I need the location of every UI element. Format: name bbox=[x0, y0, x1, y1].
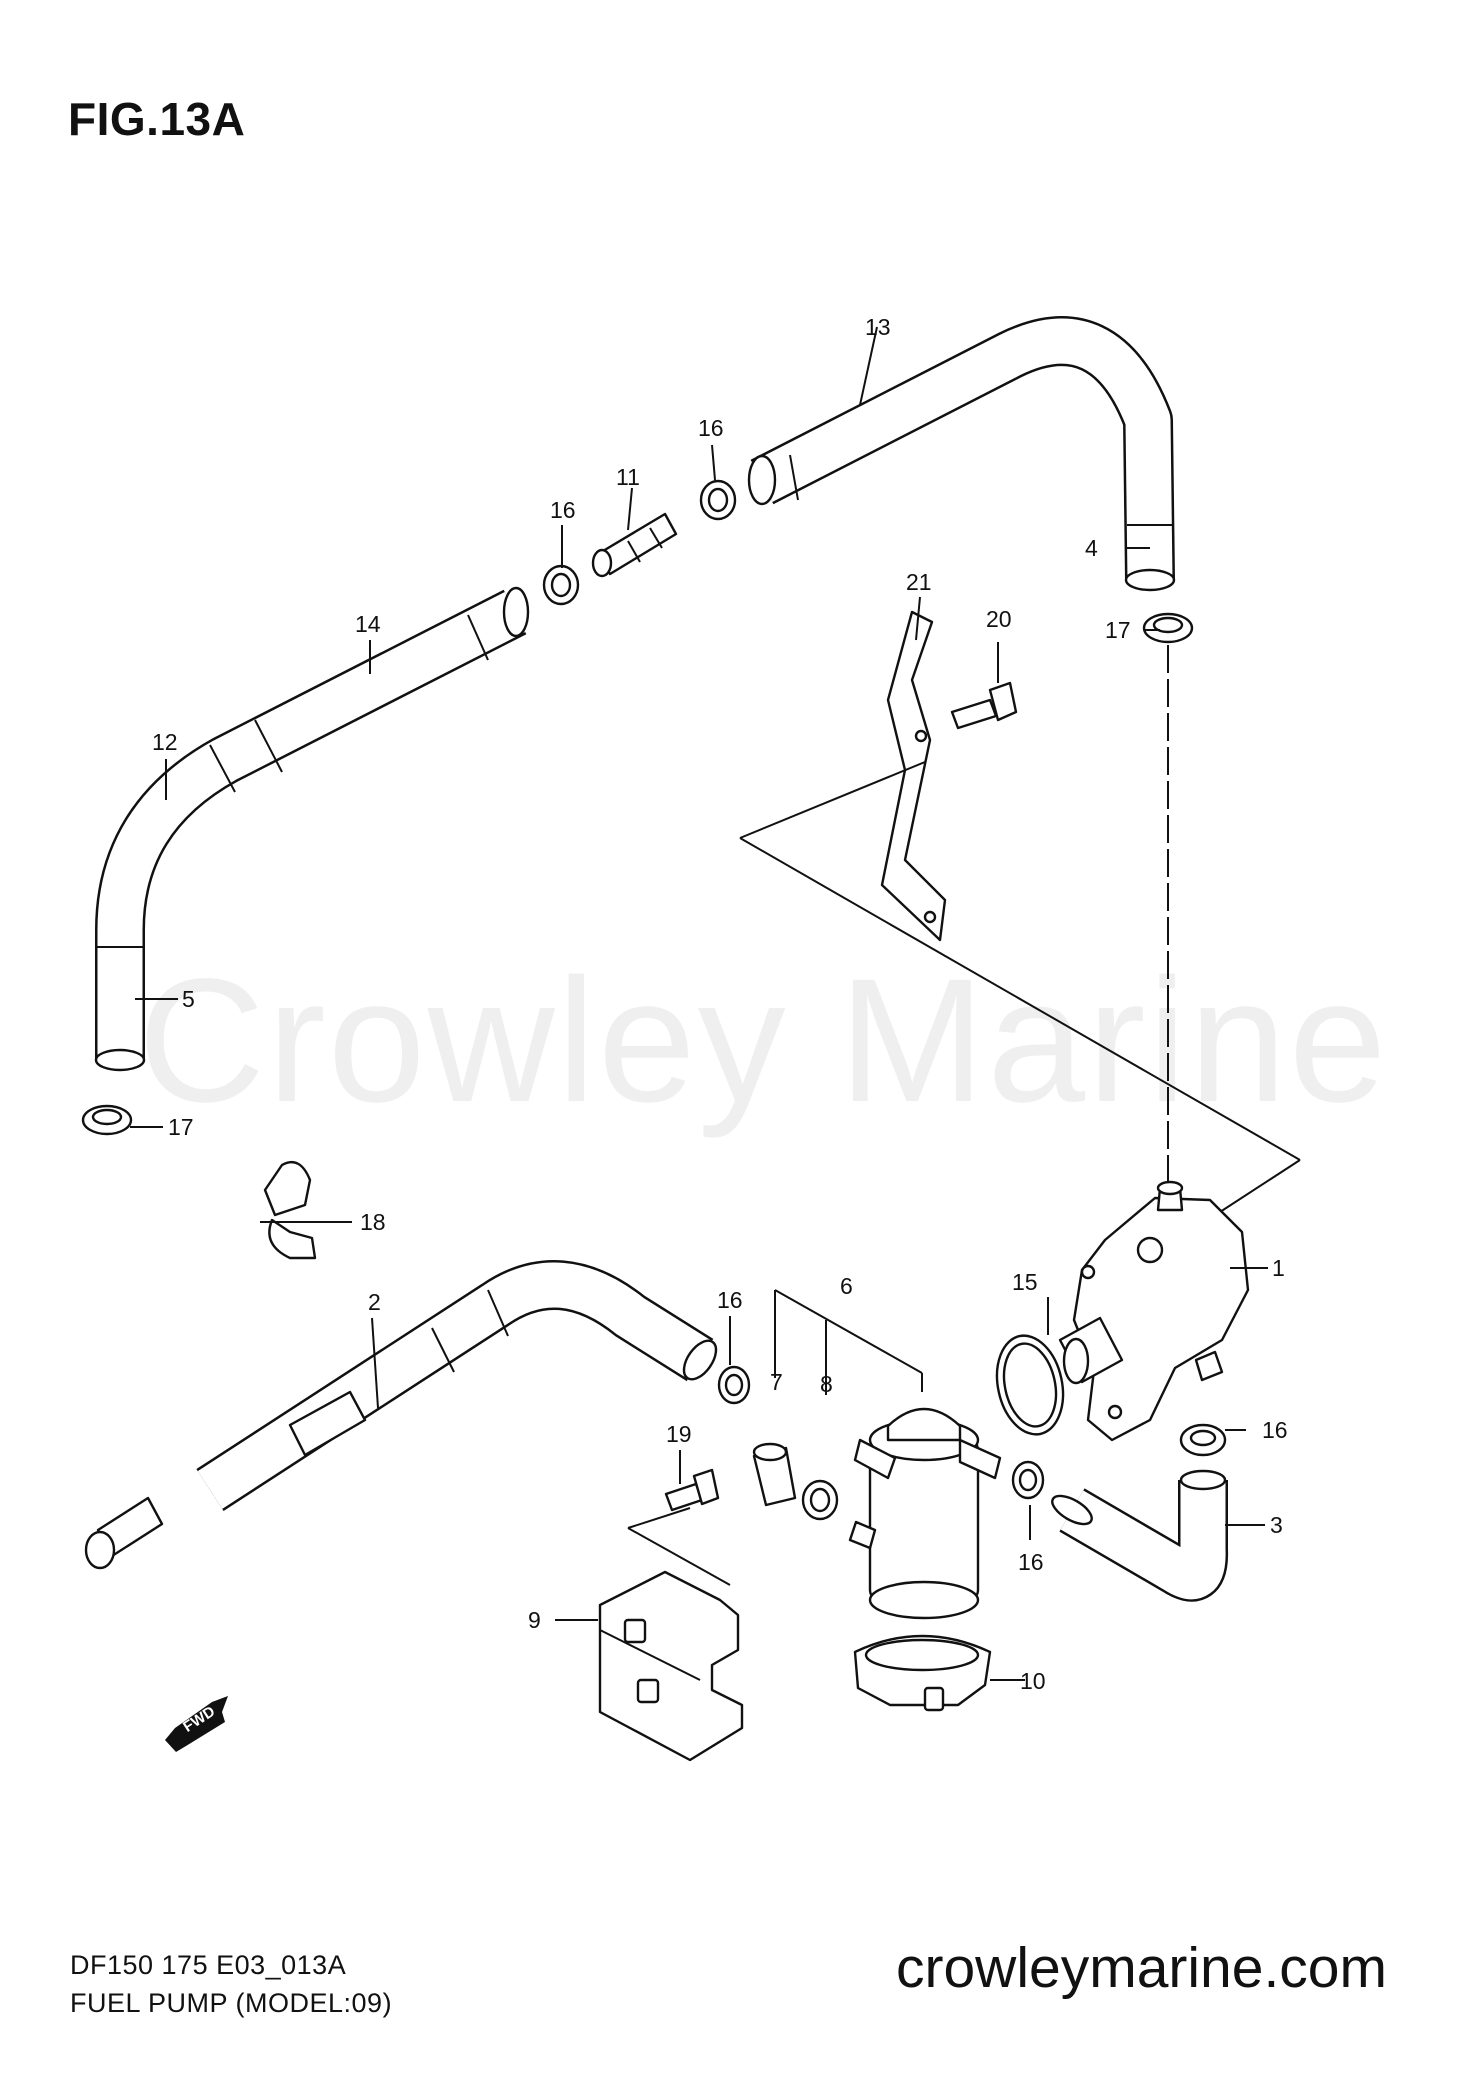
watermark-text: Crowley Marine bbox=[138, 943, 1389, 1139]
clip-16-lower-mid[interactable] bbox=[1011, 1460, 1045, 1500]
part-21-bracket[interactable] bbox=[880, 610, 947, 942]
callout-5: 5 bbox=[182, 986, 195, 1012]
part-18-clamp[interactable] bbox=[263, 1160, 317, 1260]
clip-17-lower[interactable] bbox=[81, 1104, 133, 1136]
part-15-o-ring[interactable] bbox=[988, 1329, 1071, 1440]
callout-12: 12 bbox=[152, 729, 178, 755]
part-19-bolt[interactable] bbox=[664, 1468, 720, 1512]
section-name: FUEL PUMP (MODEL:09) bbox=[70, 1988, 393, 2018]
callout-14: 14 bbox=[355, 611, 381, 637]
callout-7: 7 bbox=[770, 1369, 783, 1395]
callout-9: 9 bbox=[528, 1607, 541, 1633]
callout-4: 4 bbox=[1085, 535, 1098, 561]
part-14-12-left-hose[interactable] bbox=[94, 586, 530, 1072]
callout-16-e: 16 bbox=[1018, 1549, 1044, 1575]
figure-title: FIG.13A bbox=[68, 93, 246, 145]
part-11-joint[interactable] bbox=[591, 512, 678, 578]
callout-2: 2 bbox=[368, 1289, 381, 1315]
callout-15: 15 bbox=[1012, 1269, 1038, 1295]
part-2-lower-hose[interactable] bbox=[84, 1259, 722, 1570]
clip-16-upper-left[interactable] bbox=[542, 564, 580, 606]
clip-16-upper-right[interactable] bbox=[699, 479, 737, 521]
part-6-fuel-filter[interactable] bbox=[848, 1407, 1002, 1620]
callout-10: 10 bbox=[1020, 1668, 1046, 1694]
callout-17-b: 17 bbox=[168, 1114, 194, 1140]
callout-13: 13 bbox=[865, 314, 891, 340]
callout-8: 8 bbox=[820, 1371, 833, 1397]
callout-16-a: 16 bbox=[550, 497, 576, 523]
part-1-fuel-pump[interactable] bbox=[1058, 1180, 1250, 1442]
site-url[interactable]: crowleymarine.com bbox=[896, 1936, 1387, 2000]
callout-1: 1 bbox=[1272, 1255, 1285, 1281]
callout-16-b: 16 bbox=[698, 415, 724, 441]
part-3-elbow-hose[interactable] bbox=[1048, 1469, 1229, 1602]
part-7-cap[interactable] bbox=[752, 1442, 797, 1507]
callout-16-c: 16 bbox=[717, 1287, 743, 1313]
clip-16-lower-right[interactable] bbox=[1179, 1423, 1227, 1457]
callout-6: 6 bbox=[840, 1273, 853, 1299]
part-9-mount-bracket[interactable] bbox=[598, 1570, 744, 1762]
callout-17-a: 17 bbox=[1105, 617, 1131, 643]
part-8-clip[interactable] bbox=[801, 1479, 839, 1521]
callout-18: 18 bbox=[360, 1209, 386, 1235]
part-10-filter-band[interactable] bbox=[853, 1634, 992, 1712]
callout-20: 20 bbox=[986, 606, 1012, 632]
callout-16-d: 16 bbox=[1262, 1417, 1288, 1443]
fwd-direction-arrow: FWD bbox=[165, 1696, 228, 1752]
model-code: DF150 175 E03_013A bbox=[70, 1950, 347, 1980]
clip-17-upper[interactable] bbox=[1142, 612, 1194, 644]
part-20-bolt[interactable] bbox=[950, 681, 1018, 730]
clip-16-lower-left[interactable] bbox=[717, 1365, 751, 1405]
callout-21: 21 bbox=[906, 569, 932, 595]
callout-11: 11 bbox=[616, 464, 640, 490]
callout-3: 3 bbox=[1270, 1512, 1283, 1538]
callout-19: 19 bbox=[666, 1421, 692, 1447]
part-13-upper-hose[interactable] bbox=[747, 316, 1176, 592]
